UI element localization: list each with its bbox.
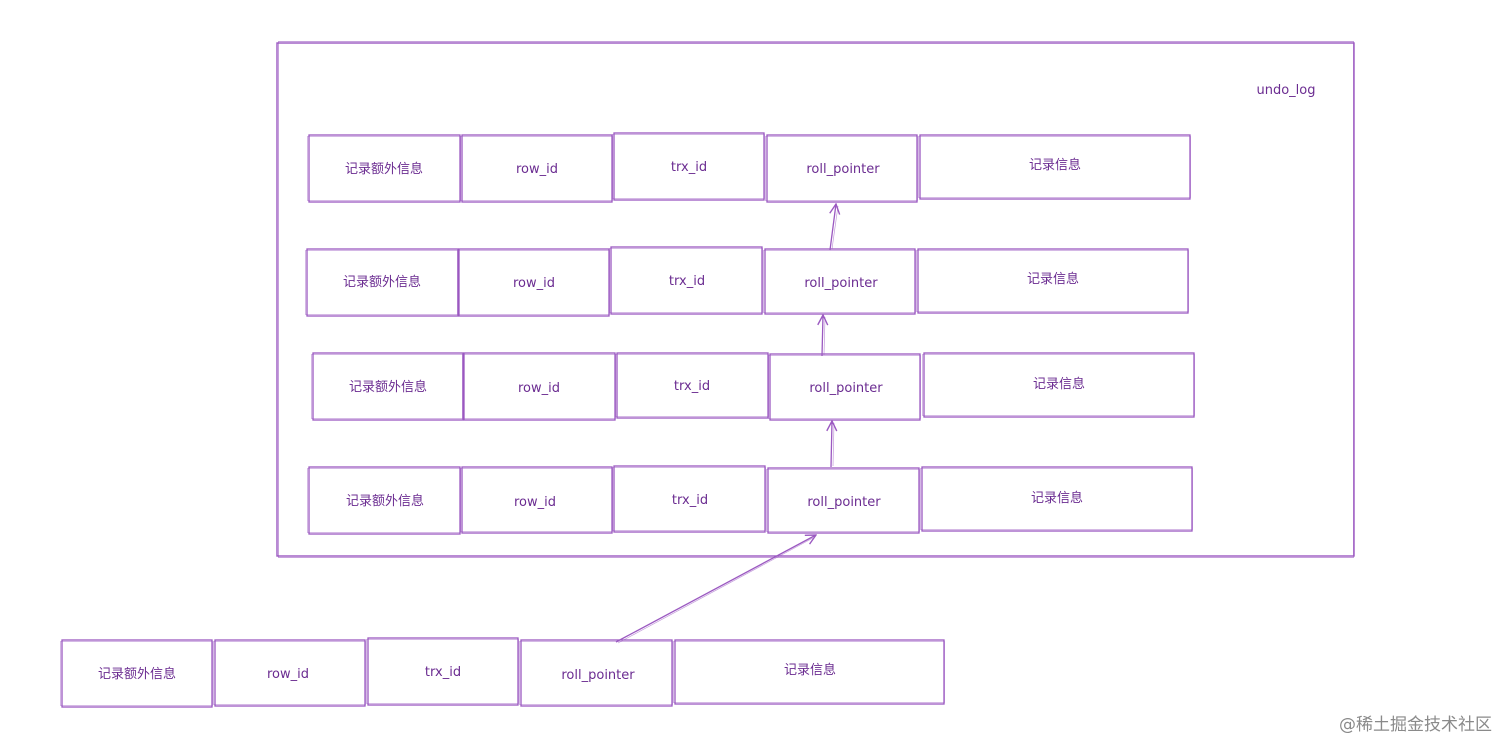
cell-trx-id-text: trx_id [671,160,707,175]
undo-record-3: 记录额外信息 row_id trx_id roll_pointer 记录信息 [311,352,1195,421]
cell-row-id: row_id [462,352,616,421]
cell-roll-pointer-text: roll_pointer [809,381,883,396]
cell-roll-pointer-text: roll_pointer [561,668,635,683]
cell-trx-id-text: trx_id [674,379,710,394]
cell-extra-text: 记录额外信息 [346,493,424,509]
cell-row-id-text: row_id [518,381,560,396]
watermark: @稀土掘金技术社区 [1339,715,1492,735]
undo-record-4: 记录额外信息 row_id trx_id roll_pointer 记录信息 [307,465,1193,535]
undo-record-2: 记录额外信息 row_id trx_id roll_pointer 记录信息 [305,246,1189,317]
cell-info: 记录信息 [918,134,1191,200]
cell-extra: 记录额外信息 [311,352,464,421]
arrow-record-4-to-record-3 [831,421,832,468]
cell-info: 记录信息 [673,639,945,705]
cell-roll-pointer-text: roll_pointer [806,162,880,177]
cell-trx-id: trx_id [609,246,763,315]
cell-row-id-text: row_id [267,667,309,682]
cell-roll-pointer: roll_pointer [763,248,916,315]
cell-roll-pointer: roll_pointer [766,467,920,534]
cell-row-id: row_id [460,466,613,534]
arrow-current-to-record-4 [615,535,816,643]
cell-row-id: row_id [213,639,366,707]
arrow-record-3-to-record-2 [822,315,823,357]
cell-info: 记录信息 [922,352,1195,418]
cell-extra: 记录额外信息 [60,639,213,708]
roll-pointer-arrows [615,204,838,644]
cell-row-id-text: row_id [514,495,556,510]
cell-extra: 记录额外信息 [307,134,461,203]
cell-info-text: 记录信息 [1029,157,1081,173]
cell-trx-id: trx_id [615,352,769,419]
cell-extra-text: 记录额外信息 [98,666,176,682]
cell-extra-text: 记录额外信息 [343,274,421,290]
cell-row-id-text: row_id [516,162,558,177]
cell-roll-pointer: roll_pointer [765,134,918,203]
cell-roll-pointer: roll_pointer [519,639,673,707]
cell-roll-pointer-text: roll_pointer [807,495,881,510]
cell-row-id: row_id [460,134,613,203]
cell-trx-id: trx_id [366,637,519,706]
undo-log-container: undo_log [276,41,1355,558]
cell-row-id-text: row_id [513,276,555,291]
undo-log-label: undo_log [1256,83,1315,98]
cell-trx-id-text: trx_id [669,274,705,289]
cell-info: 记录信息 [920,466,1193,532]
cell-roll-pointer: roll_pointer [768,353,921,421]
cell-trx-id-text: trx_id [425,665,461,680]
cell-info-text: 记录信息 [784,662,836,678]
cell-info: 记录信息 [916,248,1189,314]
cell-row-id: row_id [457,248,610,317]
cell-trx-id: trx_id [612,465,766,533]
cell-extra: 记录额外信息 [307,466,461,535]
arrow-record-2-to-record-1 [830,204,836,251]
cell-extra: 记录额外信息 [305,248,459,317]
cell-info-text: 记录信息 [1031,490,1083,506]
cell-extra-text: 记录额外信息 [345,161,423,177]
undo-record-1: 记录额外信息 row_id trx_id roll_pointer 记录信息 [307,132,1191,203]
cell-trx-id-text: trx_id [672,493,708,508]
cell-trx-id: trx_id [612,132,765,201]
cell-info-text: 记录信息 [1027,271,1079,287]
cell-extra-text: 记录额外信息 [349,379,427,395]
cell-roll-pointer-text: roll_pointer [804,276,878,291]
cell-info-text: 记录信息 [1033,376,1085,392]
current-record: 记录额外信息 row_id trx_id roll_pointer 记录信息 [60,637,945,708]
